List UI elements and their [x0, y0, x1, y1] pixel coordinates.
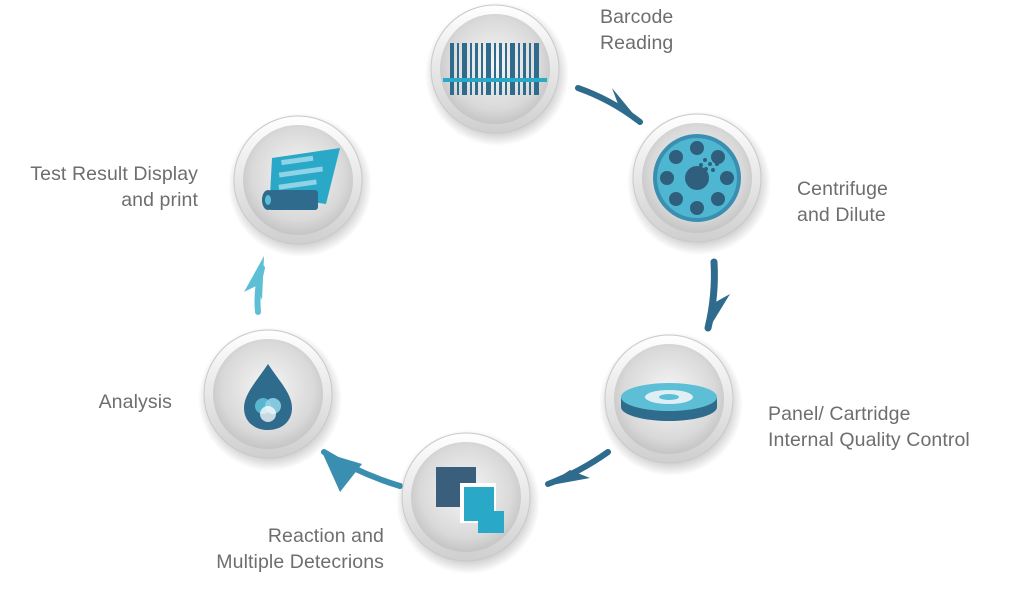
- arrow-barcode-to-centrifuge-stroke: [575, 85, 643, 125]
- droplet-icon: [244, 364, 292, 430]
- arrow-detection-to-analysis-head: [322, 452, 362, 492]
- step-circle-barcode: [425, 2, 569, 146]
- label-analysis: Analysis: [98, 391, 172, 413]
- arrow-cartridge-to-detection-head: [546, 470, 590, 486]
- detection-icon: [436, 467, 504, 533]
- cartridge-icon: [621, 383, 717, 421]
- barcode-icon: [443, 43, 547, 95]
- centrifuge-icon: [653, 134, 741, 222]
- arrow-analysis-to-printer-head: [244, 256, 264, 300]
- label-test-result-display: Test Result Display and print: [30, 163, 198, 211]
- label-reaction-detections: Reaction and Multiple Detecrions: [216, 525, 384, 573]
- label-centrifuge-and-dilute: Centrifuge and Dilute: [797, 178, 888, 226]
- printer-icon: [262, 148, 340, 210]
- arrow-centrifuge-to-cartridge-head: [708, 294, 730, 330]
- flow-arrows: [244, 85, 730, 492]
- label-barcode-reading: Barcode Reading: [600, 6, 674, 54]
- label-panel-cartridge: Panel/ Cartridge Internal Quality Contro…: [768, 403, 970, 451]
